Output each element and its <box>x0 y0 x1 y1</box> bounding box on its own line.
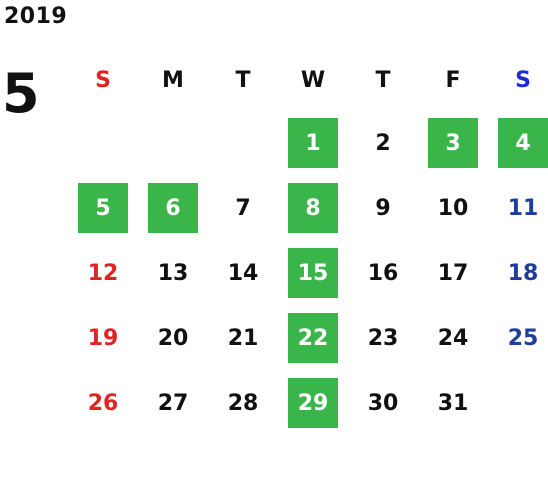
day-number[interactable]: 23 <box>367 325 399 351</box>
day-number-highlighted[interactable]: 4 <box>498 118 548 168</box>
day-number[interactable]: 25 <box>507 325 539 351</box>
day-number[interactable]: 30 <box>367 390 399 416</box>
day-cell[interactable]: 18 <box>488 248 548 313</box>
day-cell[interactable]: 11 <box>488 183 548 248</box>
day-cell[interactable]: 1 <box>278 118 348 183</box>
day-number[interactable]: 18 <box>507 260 539 286</box>
day-cell[interactable]: 6 <box>138 183 208 248</box>
day-cell[interactable]: 19 <box>68 313 138 378</box>
day-number-highlighted[interactable]: 8 <box>288 183 338 233</box>
day-cell[interactable]: 9 <box>348 183 418 248</box>
day-number[interactable]: 2 <box>375 130 391 156</box>
day-cell[interactable]: 15 <box>278 248 348 313</box>
day-number[interactable]: 14 <box>227 260 259 286</box>
day-cell[interactable]: 27 <box>138 378 208 443</box>
day-cell[interactable]: 10 <box>418 183 488 248</box>
weekday-wednesday: W <box>300 68 326 93</box>
day-number[interactable]: 11 <box>507 195 539 221</box>
day-cell[interactable]: 23 <box>348 313 418 378</box>
day-cell[interactable]: 2 <box>348 118 418 183</box>
day-cell[interactable]: 26 <box>68 378 138 443</box>
day-cell[interactable]: 16 <box>348 248 418 313</box>
day-cell[interactable]: 21 <box>208 313 278 378</box>
weekday-tuesday: T <box>235 68 251 93</box>
day-cell[interactable]: 31 <box>418 378 488 443</box>
day-number[interactable]: 27 <box>157 390 189 416</box>
day-number[interactable]: 7 <box>235 195 251 221</box>
day-number-highlighted[interactable]: 22 <box>288 313 338 363</box>
day-number[interactable]: 9 <box>375 195 391 221</box>
day-number-highlighted[interactable]: 6 <box>148 183 198 233</box>
day-number[interactable]: 26 <box>87 390 119 416</box>
weekday-friday: F <box>445 68 461 93</box>
day-number[interactable]: 13 <box>157 260 189 286</box>
day-number[interactable]: 12 <box>87 260 119 286</box>
day-cell[interactable]: 17 <box>418 248 488 313</box>
empty-cell <box>68 118 138 183</box>
weekday-sunday: S <box>95 68 111 93</box>
day-number[interactable]: 24 <box>437 325 469 351</box>
day-number[interactable]: 16 <box>367 260 399 286</box>
day-number[interactable]: 19 <box>87 325 119 351</box>
day-number[interactable]: 20 <box>157 325 189 351</box>
calendar-month: 5 <box>2 62 40 125</box>
weekday-saturday: S <box>515 68 531 93</box>
day-cell[interactable]: 13 <box>138 248 208 313</box>
day-cell[interactable]: 28 <box>208 378 278 443</box>
day-cell[interactable]: 8 <box>278 183 348 248</box>
day-number[interactable]: 17 <box>437 260 469 286</box>
day-number[interactable]: 10 <box>437 195 469 221</box>
day-number-highlighted[interactable]: 1 <box>288 118 338 168</box>
day-cell[interactable]: 14 <box>208 248 278 313</box>
day-cell[interactable]: 22 <box>278 313 348 378</box>
day-cell[interactable]: 5 <box>68 183 138 248</box>
weekday-header: S M T W T F S <box>68 62 548 100</box>
day-cell[interactable]: 4 <box>488 118 548 183</box>
day-number-highlighted[interactable]: 5 <box>78 183 128 233</box>
weekday-monday: M <box>162 68 184 93</box>
day-cell[interactable]: 3 <box>418 118 488 183</box>
day-cell[interactable]: 7 <box>208 183 278 248</box>
day-number-highlighted[interactable]: 15 <box>288 248 338 298</box>
day-cell[interactable]: 29 <box>278 378 348 443</box>
day-cell[interactable]: 20 <box>138 313 208 378</box>
day-cell[interactable]: 24 <box>418 313 488 378</box>
weekday-thursday: T <box>375 68 391 93</box>
day-cell[interactable]: 30 <box>348 378 418 443</box>
day-number-highlighted[interactable]: 3 <box>428 118 478 168</box>
day-number[interactable]: 21 <box>227 325 259 351</box>
empty-cell <box>138 118 208 183</box>
day-cell[interactable]: 12 <box>68 248 138 313</box>
day-number-highlighted[interactable]: 29 <box>288 378 338 428</box>
calendar-year: 2019 <box>4 4 68 29</box>
day-number[interactable]: 28 <box>227 390 259 416</box>
day-number[interactable]: 31 <box>437 390 469 416</box>
day-cell[interactable]: 25 <box>488 313 548 378</box>
empty-cell <box>208 118 278 183</box>
